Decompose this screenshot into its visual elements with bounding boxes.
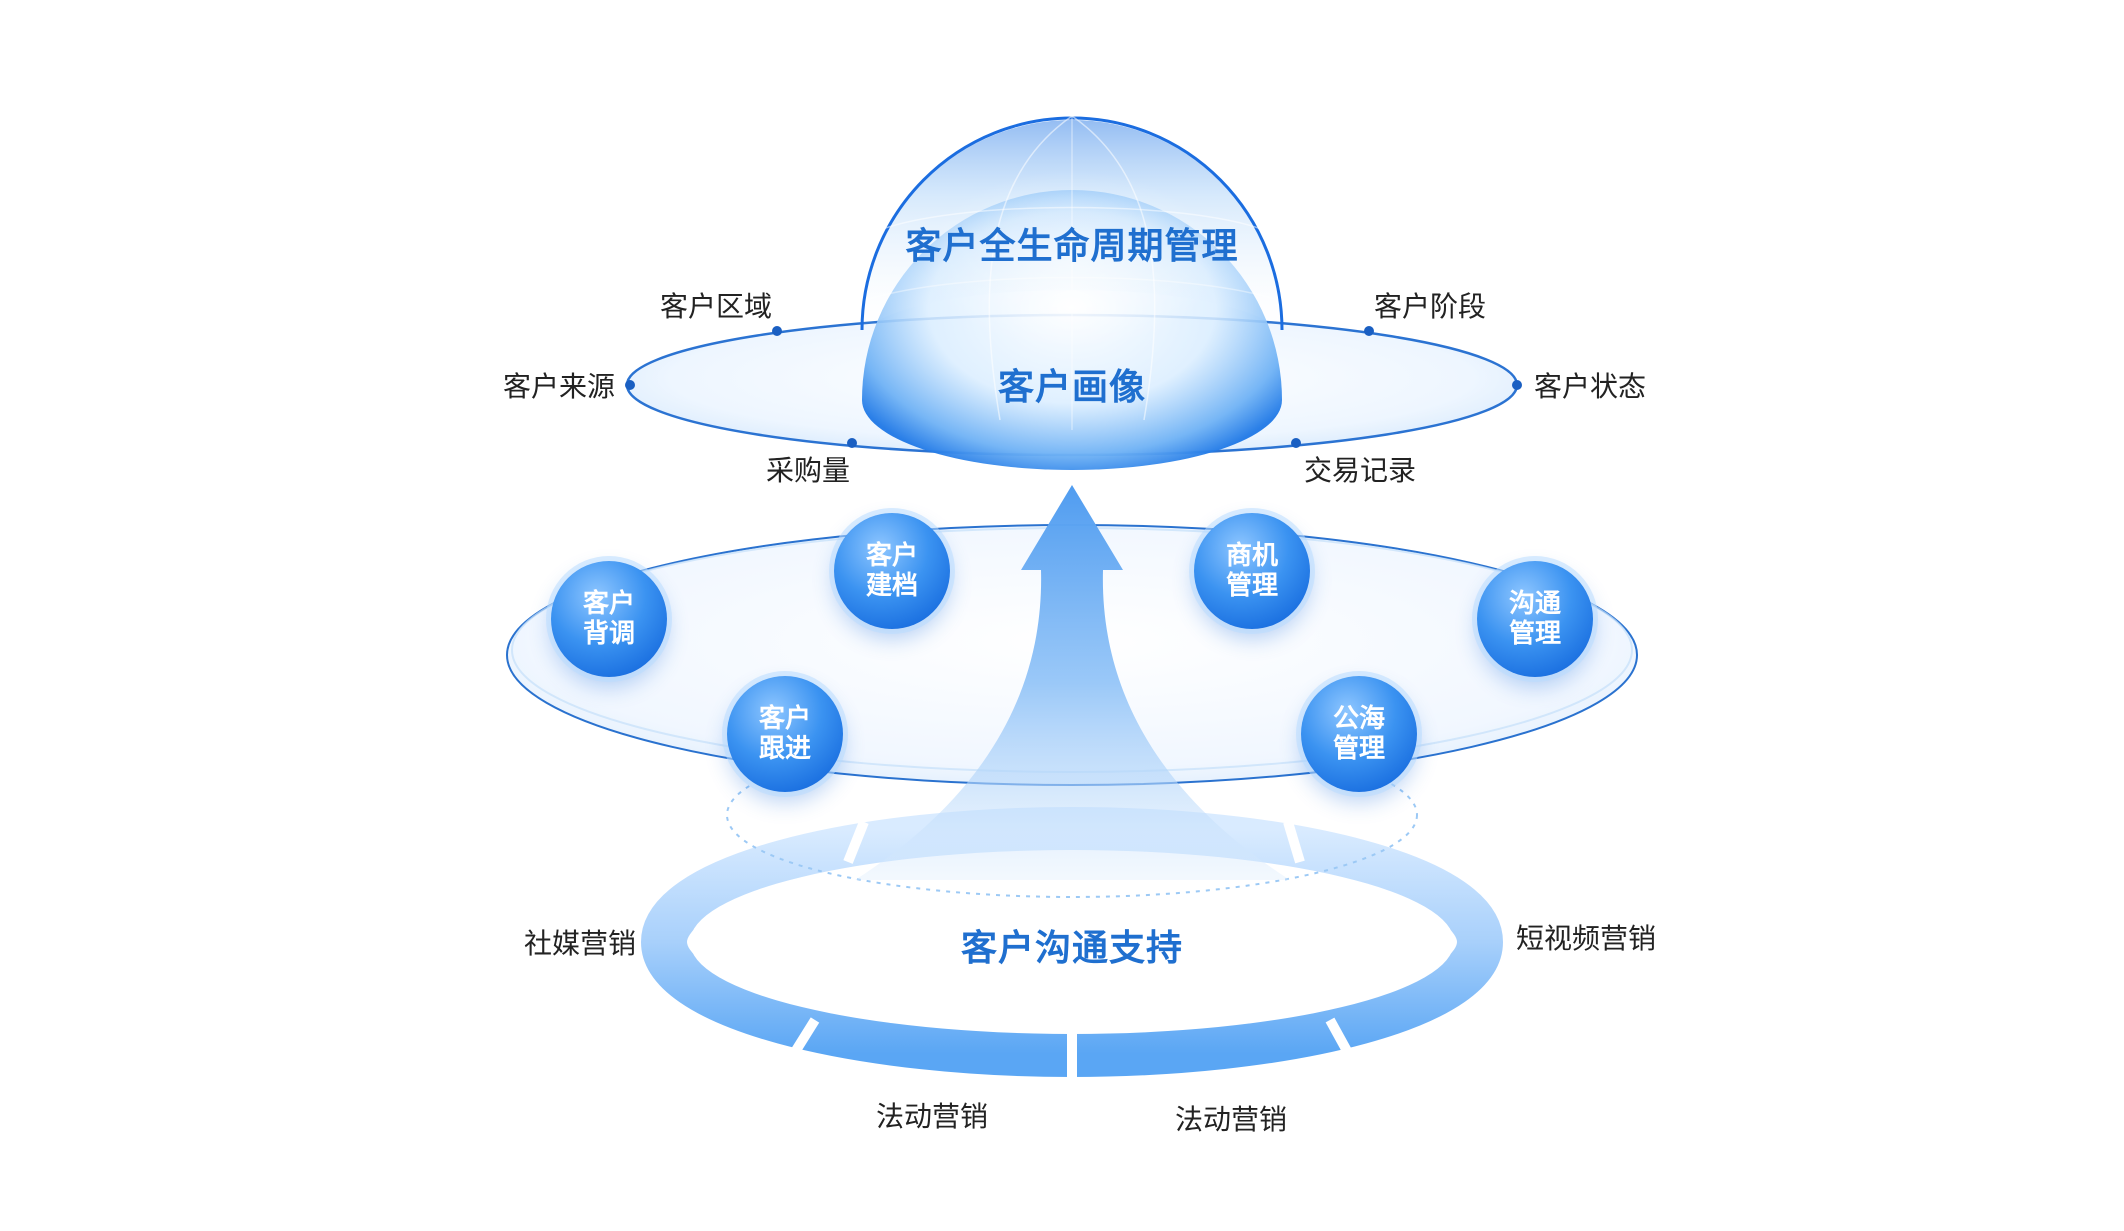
dot-region bbox=[772, 326, 782, 336]
label-customer-status: 客户状态 bbox=[1534, 370, 1647, 403]
module-line2: 管理 bbox=[1225, 571, 1278, 601]
dot-status bbox=[1512, 380, 1522, 390]
label-fadong-marketing-right: 法动营销 bbox=[1174, 1103, 1288, 1136]
dot-source bbox=[625, 380, 635, 390]
label-transaction-record: 交易记录 bbox=[1303, 454, 1417, 487]
label-customer-region: 客户区域 bbox=[659, 290, 773, 323]
support-title: 客户沟通支持 bbox=[960, 928, 1184, 969]
module-line1: 客户 bbox=[758, 704, 811, 734]
module-line2: 建档 bbox=[865, 571, 918, 601]
lifecycle-title: 客户全生命周期管理 bbox=[905, 226, 1239, 267]
module-line1: 公海 bbox=[1332, 704, 1385, 734]
module-line1: 沟通 bbox=[1508, 589, 1561, 619]
label-fadong-marketing-left: 法动营销 bbox=[875, 1100, 989, 1133]
dot-stage bbox=[1364, 326, 1374, 336]
label-purchase-volume: 采购量 bbox=[765, 454, 851, 487]
module-line2: 背调 bbox=[582, 619, 635, 649]
module-line2: 管理 bbox=[1332, 734, 1385, 764]
module-line2: 跟进 bbox=[758, 734, 811, 764]
module-public-pool-management[interactable]: 公海 管理 bbox=[1301, 676, 1417, 792]
module-background-check[interactable]: 客户 背调 bbox=[551, 561, 667, 677]
dot-purchase bbox=[847, 438, 857, 448]
module-line2: 管理 bbox=[1508, 619, 1561, 649]
module-customer-filing[interactable]: 客户 建档 bbox=[834, 513, 950, 629]
label-customer-source: 客户来源 bbox=[502, 370, 615, 403]
dot-transaction bbox=[1291, 438, 1301, 448]
module-opportunity-management[interactable]: 商机 管理 bbox=[1194, 513, 1310, 629]
lifecycle-sphere bbox=[860, 115, 1284, 470]
portrait-title: 客户画像 bbox=[997, 367, 1147, 408]
growth-arrow bbox=[855, 485, 1290, 880]
module-line1: 客户 bbox=[865, 541, 918, 571]
label-short-video-marketing: 短视频营销 bbox=[1515, 922, 1657, 955]
module-line1: 商机 bbox=[1225, 541, 1278, 571]
module-line1: 客户 bbox=[582, 589, 635, 619]
portrait-dots bbox=[625, 326, 1522, 448]
label-social-media-marketing: 社媒营销 bbox=[523, 927, 637, 960]
module-communication-management[interactable]: 沟通 管理 bbox=[1477, 561, 1593, 677]
module-customer-followup[interactable]: 客户 跟进 bbox=[727, 676, 843, 792]
label-customer-stage: 客户阶段 bbox=[1373, 290, 1487, 323]
